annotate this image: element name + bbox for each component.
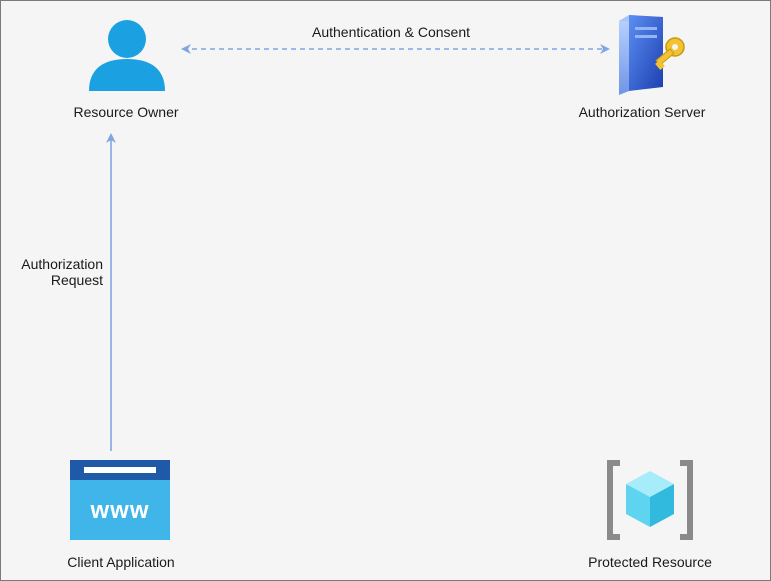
authentication-consent-label: Authentication & Consent (312, 24, 470, 40)
www-icon-text: www (89, 497, 149, 524)
authorization-request-line1: Authorization (21, 256, 103, 272)
resource-owner-label: Resource Owner (73, 104, 179, 120)
authorization-request-line2: Request (50, 272, 103, 288)
client-application-label: Client Application (67, 554, 175, 570)
protected-resource-label: Protected Resource (588, 554, 712, 570)
server-key-icon (619, 15, 685, 95)
authorization-request-label: Authorization Request (15, 256, 103, 288)
cube-brackets-icon (607, 460, 693, 540)
user-icon (89, 20, 165, 91)
authorization-server-label: Authorization Server (578, 104, 706, 120)
www-window-icon: www (70, 460, 170, 540)
